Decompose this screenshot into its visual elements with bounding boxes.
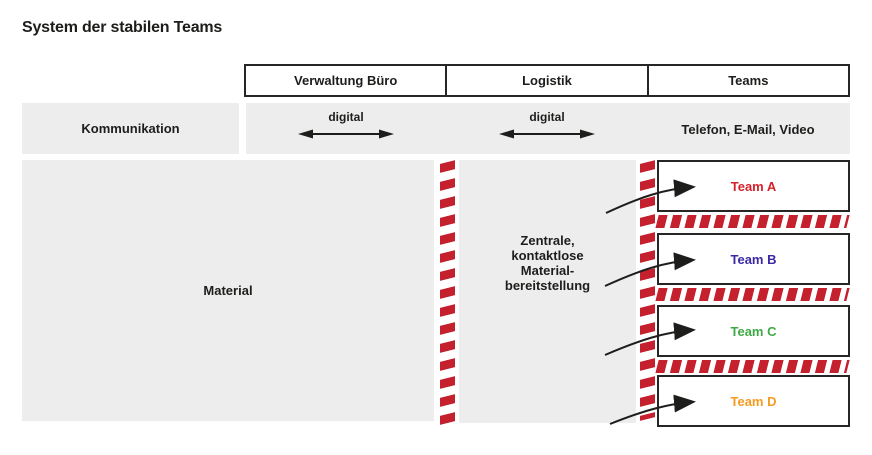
- hazard-stripe-between-c-d: [655, 360, 850, 373]
- logistik-channel: digital: [498, 110, 596, 140]
- material-panel: Material: [22, 160, 434, 421]
- hazard-barrier-right: [640, 160, 655, 421]
- hazard-stripe-between-b-c: [655, 288, 850, 301]
- team-d-box: Team D: [657, 375, 850, 427]
- team-b-box: Team B: [657, 233, 850, 285]
- hazard-stripe-between-a-b: [655, 215, 850, 228]
- team-c-label: Team C: [730, 323, 777, 339]
- header-cell-verwaltung: Verwaltung Büro: [294, 73, 398, 88]
- supply-note-line: bereitstellung: [504, 278, 591, 293]
- double-arrow-icon: [499, 129, 595, 139]
- supply-note-line: Material-: [520, 263, 575, 278]
- team-a-label: Team A: [730, 178, 777, 194]
- team-b-label: Team B: [730, 251, 777, 267]
- header-cell-teams: Teams: [646, 66, 848, 95]
- communication-strip: digital digital Telefon, E-Mail, Video: [246, 103, 850, 154]
- header-bar: Verwaltung Büro Logistik Teams: [244, 64, 850, 97]
- team-d-label: Team D: [730, 393, 777, 409]
- logistik-channel-label: digital: [529, 110, 565, 124]
- supply-note-line: Zentrale,: [520, 233, 575, 248]
- supply-note-line: kontaktlose: [511, 248, 584, 263]
- material-label: Material: [203, 283, 253, 298]
- kommunikation-row-label: Kommunikation: [22, 103, 239, 154]
- header-cell-logistik: Logistik: [445, 66, 646, 95]
- central-supply-panel: Zentrale, kontaktlose Material- bereitst…: [459, 160, 636, 423]
- teams-channel-label: Telefon, E-Mail, Video: [681, 122, 815, 137]
- verwaltung-channel-label: digital: [328, 110, 364, 124]
- team-a-box: Team A: [657, 160, 850, 212]
- central-supply-note: Zentrale, kontaktlose Material- bereitst…: [459, 233, 636, 293]
- diagram-title: System der stabilen Teams: [22, 19, 223, 36]
- double-arrow-icon: [298, 129, 394, 139]
- team-c-box: Team C: [657, 305, 850, 357]
- hazard-barrier-left: [440, 160, 455, 428]
- verwaltung-channel: digital: [297, 110, 395, 140]
